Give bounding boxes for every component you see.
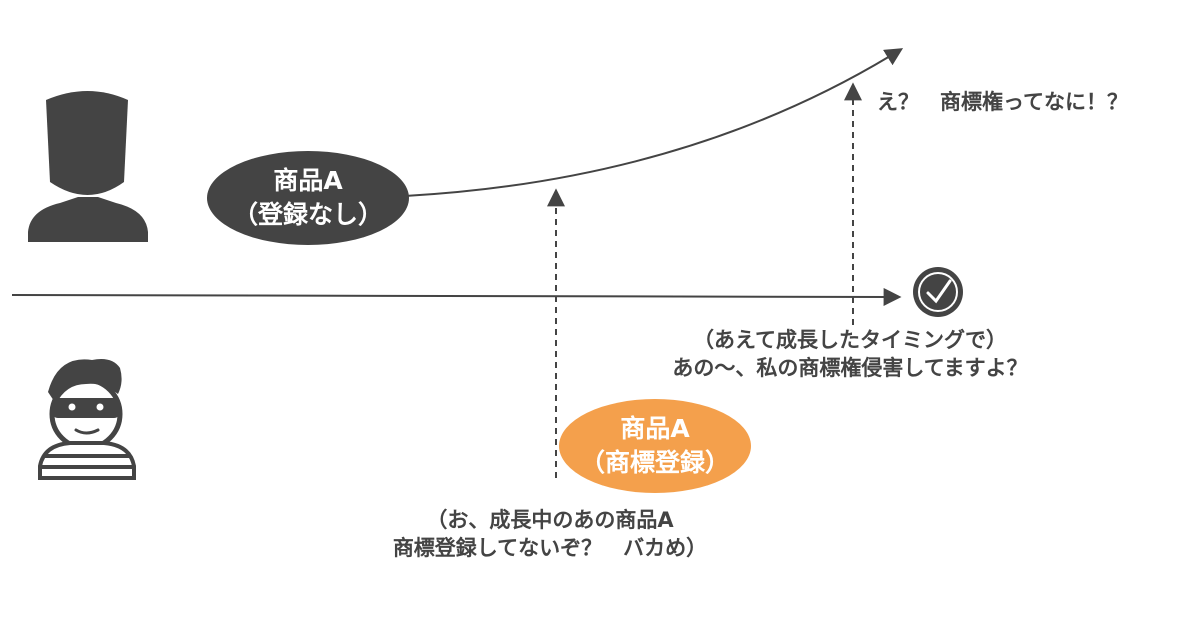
squatter-claim-line2: あの〜、私の商標権侵害してますよ？ <box>672 356 1028 380</box>
squatter-product-oval <box>559 399 751 493</box>
squatter-thought-line1: （お、成長中のあの商品A <box>426 508 674 532</box>
legit-product-status: （登録なし） <box>232 200 383 229</box>
squatter-claim-line1: （あえて成長したタイミングで） <box>693 328 1007 352</box>
person-silhouette-icon <box>28 91 148 242</box>
squatter-thought-text: （お、成長中のあの商品A 商標登録してないぞ？ バカめ） <box>335 506 765 562</box>
squatter-product-name: 商品A <box>620 414 690 443</box>
growth-curve <box>404 48 904 197</box>
squatter-product-label: 商品A （商標登録） <box>555 412 755 480</box>
timeline-arrow <box>11 287 902 306</box>
squatter-product-status: （商標登録） <box>579 448 730 477</box>
legit-reaction-text: え？ 商標権ってなに！？ <box>877 90 1128 114</box>
legit-product-oval <box>207 151 409 245</box>
squatter-claim-text: （あえて成長したタイミングで） あの〜、私の商標権侵害してますよ？ <box>600 326 1100 382</box>
squatter-thought-line2: 商標登録してないぞ？ バカめ） <box>392 536 708 560</box>
clock-icon <box>913 267 963 317</box>
masked-thief-icon <box>38 359 136 480</box>
legit-product-label: 商品A （登録なし） <box>208 164 408 232</box>
legit-product-name: 商品A <box>273 166 343 195</box>
